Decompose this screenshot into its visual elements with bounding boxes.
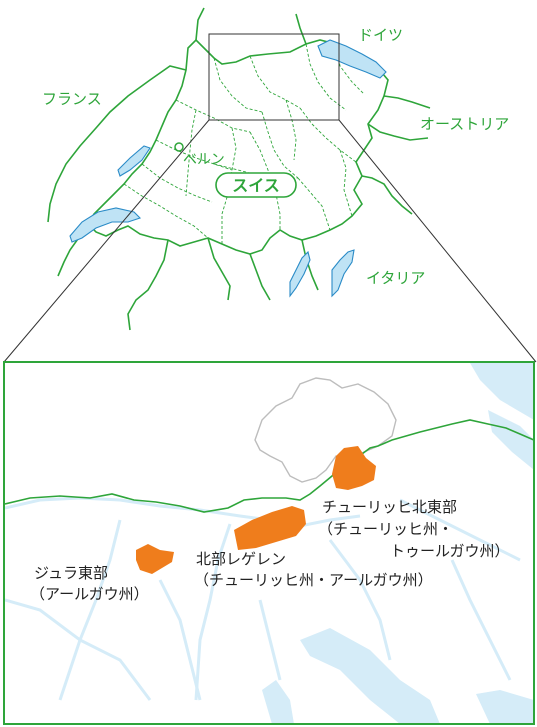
overview-map: ベルン スイス ドイツ フランス オーストリア イタリア bbox=[42, 7, 509, 331]
region-label-zurich-northeast-1: チューリッヒ北東部 bbox=[322, 498, 457, 516]
border-austria bbox=[361, 95, 431, 215]
label-germany: ドイツ bbox=[358, 26, 403, 44]
label-italy: イタリア bbox=[366, 269, 425, 287]
label-austria: オーストリア bbox=[420, 115, 509, 133]
detail-rivers bbox=[5, 496, 521, 701]
canton-borders bbox=[123, 43, 365, 244]
lake-neuchatel bbox=[117, 145, 151, 177]
lake-maggiore bbox=[289, 250, 311, 298]
detail-border bbox=[254, 377, 397, 483]
detail-water bbox=[262, 363, 533, 723]
region-zurich-northeast bbox=[332, 446, 376, 490]
country-label-pill bbox=[215, 172, 297, 198]
label-france: フランス bbox=[42, 90, 102, 108]
zoom-frame bbox=[208, 33, 340, 121]
zoom-connector-left bbox=[3, 119, 210, 363]
border-france-west bbox=[47, 65, 187, 223]
border-germany-north bbox=[195, 7, 307, 45]
detail-green-border bbox=[5, 419, 533, 513]
region-label-nordlich-lagern-1: 北部レゲレン bbox=[196, 550, 286, 568]
capital-label: ベルン bbox=[183, 152, 225, 168]
zoom-connector-right bbox=[338, 119, 537, 363]
switzerland-border bbox=[86, 38, 389, 255]
region-nordlich-lagern bbox=[234, 506, 306, 550]
capital-marker bbox=[174, 142, 184, 152]
lake-constance bbox=[317, 39, 387, 79]
region-label-nordlich-lagern-2: （チューリッヒ州・アールガウ州） bbox=[194, 571, 433, 589]
border-italy bbox=[127, 237, 319, 331]
region-jura-east bbox=[136, 544, 174, 574]
lake-geneva bbox=[69, 207, 142, 243]
lake-como bbox=[331, 249, 355, 298]
country-label: スイス bbox=[232, 176, 280, 195]
lakes bbox=[69, 39, 387, 298]
region-label-jura-east-2: （アールガウ州） bbox=[30, 585, 149, 603]
region-label-jura-east-1: ジュラ東部 bbox=[34, 564, 108, 582]
region-label-zurich-northeast-3: トゥールガウ州） bbox=[390, 542, 510, 560]
candidate-regions bbox=[136, 446, 376, 574]
region-label-zurich-northeast-2: （チューリッヒ州・ bbox=[318, 520, 453, 538]
detail-map: ジュラ東部 （アールガウ州） 北部レゲレン （チューリッヒ州・アールガウ州） チ… bbox=[3, 361, 535, 725]
detail-frame bbox=[3, 361, 535, 725]
